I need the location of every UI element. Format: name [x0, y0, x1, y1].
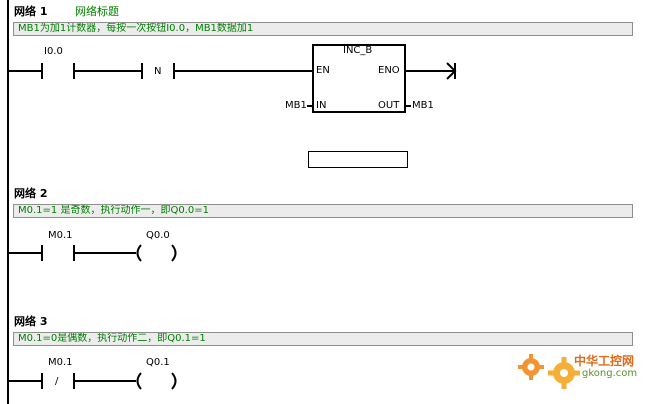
box-en-pin: EN	[316, 65, 330, 76]
box-out-pin: OUT	[378, 100, 400, 111]
watermark-domain: gkong.com	[582, 368, 638, 379]
contact-m0-1-nc-label: M0.1	[48, 357, 73, 368]
gkong-logo-icon	[518, 354, 580, 389]
nc-contact-symbol: /	[55, 376, 59, 387]
power-rail	[7, 0, 9, 404]
network-2-comment[interactable]: M0.1=1 是奇数，执行动作一，即Q0.0=1	[13, 204, 633, 218]
network-1-title[interactable]: 网络 1	[14, 5, 48, 18]
n3-coil-right-arc	[171, 372, 177, 390]
network-3-comment[interactable]: M0.1=0是偶数，执行动作二，即Q0.1=1	[13, 332, 633, 346]
box-eno-pin: ENO	[378, 65, 400, 76]
network-1-subtitle[interactable]: 网络标题	[75, 5, 119, 18]
n2-coil-right-arc	[171, 244, 177, 262]
box-in-pin: IN	[316, 100, 327, 111]
box-in-operand[interactable]: MB1	[285, 100, 307, 111]
watermark-text: 中华工控网	[574, 354, 635, 368]
operand-input-field[interactable]	[308, 151, 408, 168]
n3-coil-left-arc	[136, 372, 142, 390]
coil-q0-1-label: Q0.1	[146, 357, 170, 368]
n2-coil-left-arc	[136, 244, 142, 262]
contact-m0-1-label: M0.1	[48, 230, 73, 241]
negative-edge-symbol: N	[154, 66, 162, 77]
network-2-title[interactable]: 网络 2	[14, 187, 48, 200]
network-1-comment[interactable]: MB1为加1计数器，每按一次按钮I0.0，MB1数据加1	[13, 22, 633, 36]
network-3-title[interactable]: 网络 3	[14, 315, 48, 328]
inc-b-box-title: INC_B	[343, 45, 373, 56]
box-out-operand[interactable]: MB1	[412, 100, 434, 111]
contact-i0-0-label: I0.0	[44, 46, 63, 57]
coil-q0-0-label: Q0.0	[146, 230, 170, 241]
n1-eno-arrow	[446, 62, 457, 80]
